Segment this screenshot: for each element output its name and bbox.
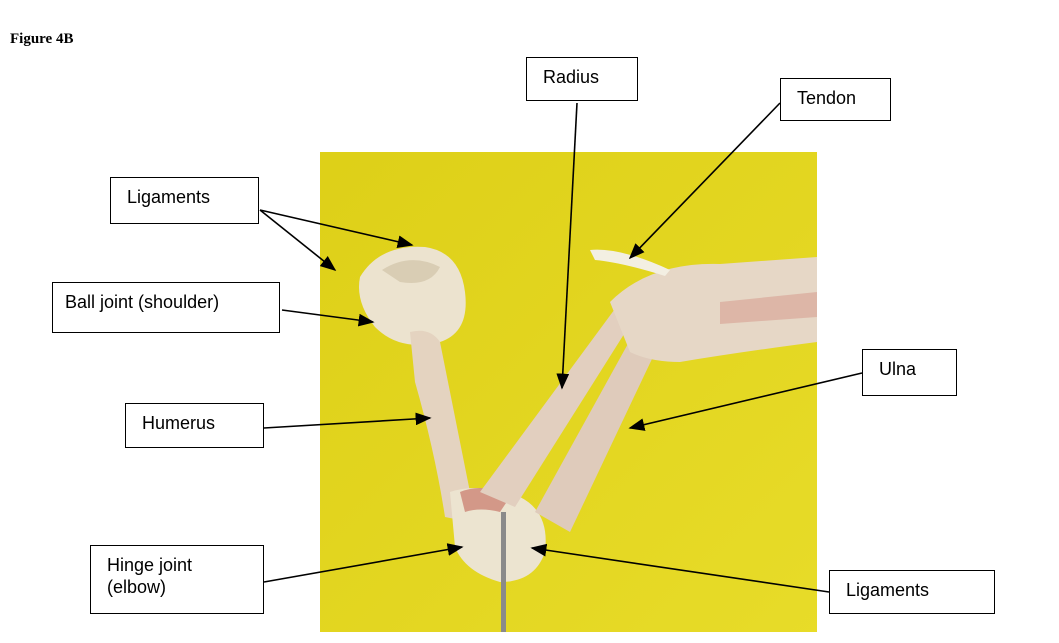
- ulna-arrow: [628, 372, 863, 431]
- label-ligaments-bottom: Ligaments: [829, 570, 995, 614]
- label-humerus: Humerus: [125, 403, 264, 448]
- label-ball-joint: Ball joint (shoulder): [52, 282, 280, 333]
- label-tendon: Tendon: [780, 78, 891, 121]
- tendon-arrow: [628, 102, 781, 260]
- label-ulna: Ulna: [862, 349, 957, 396]
- humerus-arrow: [263, 412, 432, 429]
- ligaments-bottom-arrow: [530, 543, 830, 593]
- chicken-wing-photo: [320, 152, 817, 632]
- hinge-joint-line2: (elbow): [107, 577, 167, 597]
- ligaments-arrow-1: [259, 209, 414, 249]
- hinge-joint-arrow: [263, 543, 464, 583]
- label-ligaments-top: Ligaments: [110, 177, 259, 224]
- ligaments-arrow-2: [259, 209, 337, 271]
- label-hinge-joint: Hinge joint (elbow): [90, 545, 264, 614]
- label-radius: Radius: [526, 57, 638, 101]
- ball-joint-arrow: [281, 309, 375, 327]
- radius-arrow: [556, 102, 578, 390]
- hinge-joint-line1: Hinge joint: [107, 555, 193, 575]
- figure-title: Figure 4B: [10, 31, 74, 47]
